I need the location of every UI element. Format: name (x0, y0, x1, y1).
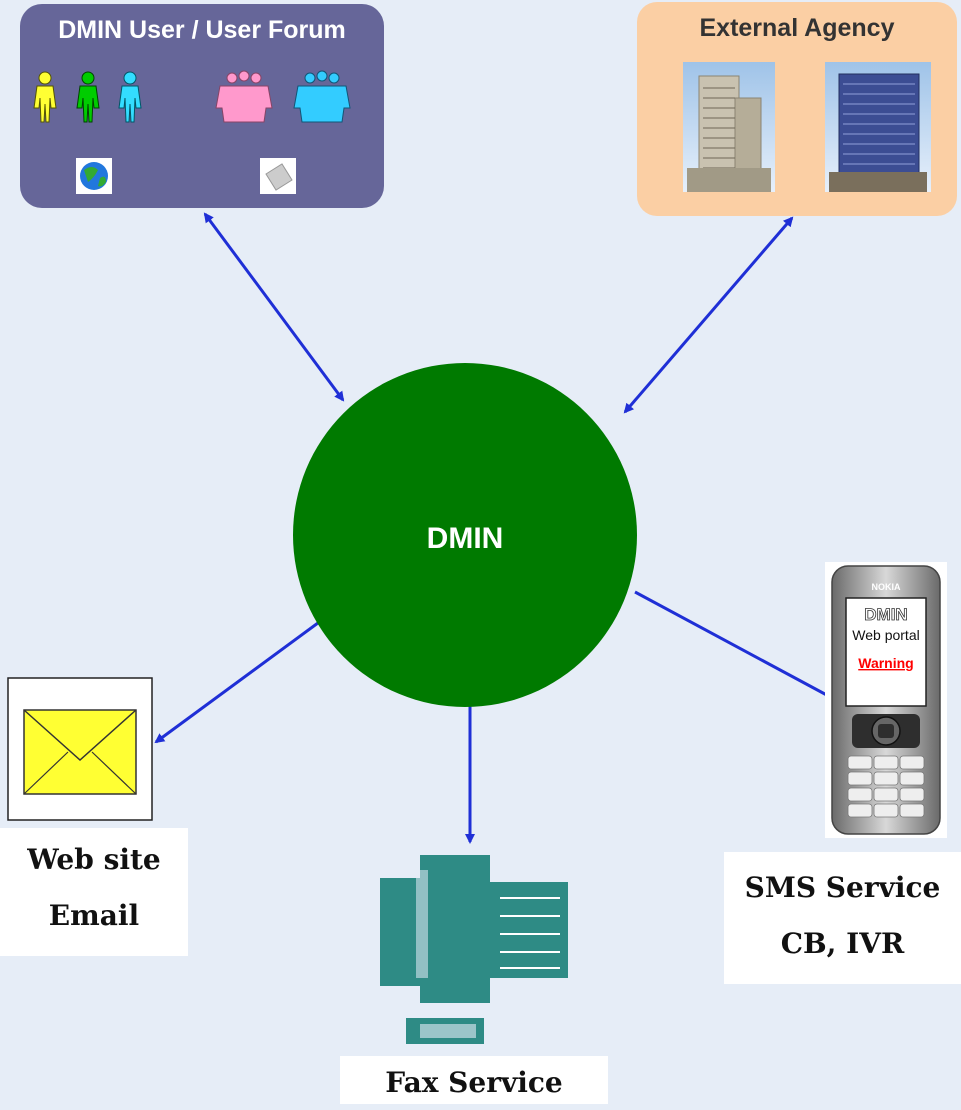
document-icon (260, 158, 296, 194)
cb-ivr-text: CB, IVR (780, 927, 905, 960)
phone-screen-line1: DMIN (864, 605, 907, 624)
phone-screen-line3: Warning (858, 655, 913, 671)
person-yellow-icon (33, 71, 57, 123)
web-email-label: Web site Email (0, 828, 188, 956)
hub-label: DMIN (427, 522, 504, 555)
user-forum-title: DMIN User / User Forum (58, 16, 346, 44)
arrow-hub-email (154, 618, 323, 744)
agency-images (683, 62, 931, 192)
user-forum-icons (33, 70, 351, 194)
group-pink-icon (215, 70, 273, 123)
external-agency-title: External Agency (699, 14, 895, 42)
dmin-hub (293, 363, 637, 707)
person-cyan-icon (118, 71, 142, 123)
fax-service-text: Fax Service (385, 1066, 563, 1099)
email-text: Email (48, 899, 140, 932)
phone-screen-line2: Web portal (852, 627, 919, 643)
person-green-icon (76, 71, 100, 123)
user-forum-box: DMIN User / User Forum (20, 4, 384, 208)
building-icon (683, 62, 775, 192)
external-agency-box: External Agency (637, 2, 957, 216)
arrows (154, 212, 838, 844)
fax-label: Fax Service (340, 1056, 608, 1104)
arrow-hub-sms (634, 590, 838, 702)
group-blue-icon (293, 70, 351, 123)
web-site-text: Web site (27, 843, 161, 876)
envelope-icon (7, 677, 153, 821)
sms-service-text: SMS Service (744, 871, 941, 904)
sms-label: SMS Service CB, IVR (724, 852, 961, 984)
globe-icon (76, 158, 112, 194)
arrow-hub-agency (623, 216, 794, 414)
fax-machine-icon (380, 855, 568, 1044)
mobile-phone-icon: NOKIA DMIN Web portal Warning (825, 562, 947, 838)
phone-brand: NOKIA (872, 582, 902, 592)
building-icon (825, 62, 931, 192)
arrow-hub-users (203, 212, 345, 402)
